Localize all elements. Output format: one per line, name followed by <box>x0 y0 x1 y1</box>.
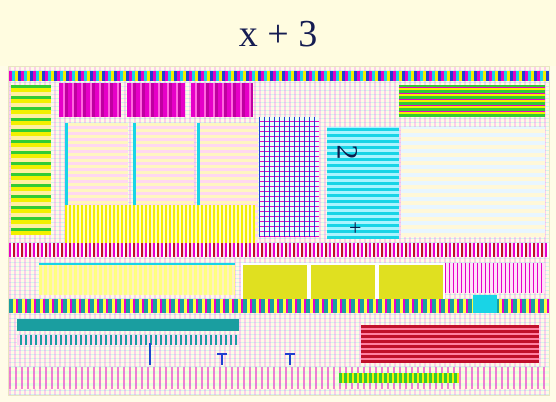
marker-3 <box>221 353 223 365</box>
yellow-dot-band <box>65 205 255 243</box>
rotated-two-glyph: 2 <box>330 144 364 160</box>
plus-glyph: + <box>349 215 362 240</box>
glitched-image-panel: 2 + <box>8 66 550 396</box>
noise-column-left <box>11 85 51 235</box>
cyan-chip <box>473 295 497 313</box>
marker-5 <box>289 353 291 365</box>
teal-row-1 <box>17 319 239 331</box>
center-grid <box>259 117 319 237</box>
noise-strip-bottom <box>9 367 549 389</box>
red-block <box>361 325 539 363</box>
teal-row-2 <box>17 335 239 345</box>
pink-stripe-right <box>445 263 545 293</box>
green-bar-top <box>399 85 545 117</box>
yellow-box-2 <box>241 263 309 301</box>
expression-title: x + 3 <box>238 13 318 55</box>
teal-band <box>9 299 549 313</box>
title-band: x + 3 <box>0 0 556 66</box>
magenta-cell-2 <box>127 83 185 117</box>
magenta-cell-3 <box>191 83 253 117</box>
yellow-box-4 <box>377 263 445 301</box>
pale-right-area <box>401 127 545 237</box>
cyan-block <box>327 127 399 239</box>
yellow-box-3 <box>309 263 377 301</box>
green-strip-bottom <box>339 373 459 383</box>
noise-row-middle <box>9 243 549 257</box>
yellow-box-1 <box>39 263 235 295</box>
noise-strip-top <box>9 71 549 81</box>
magenta-cell-1 <box>59 83 121 117</box>
marker-1 <box>149 343 151 365</box>
